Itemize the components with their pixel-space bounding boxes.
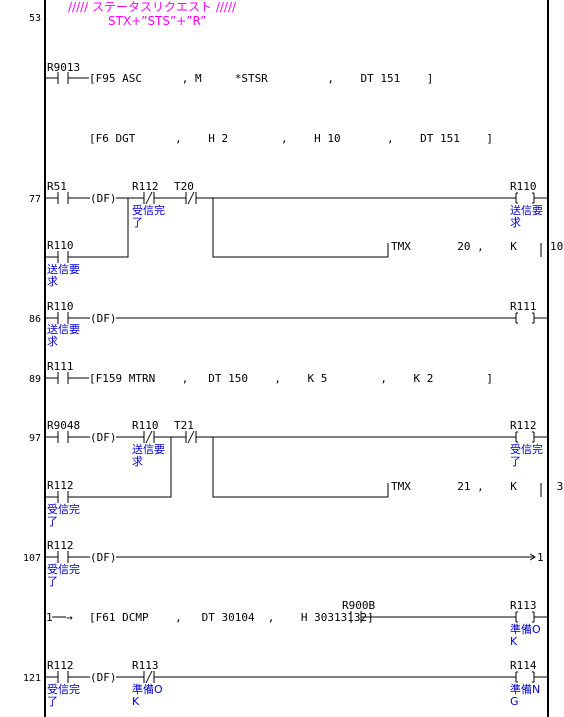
branch-contact-no[interactable] <box>45 437 172 503</box>
contact-comment: 送信要 <box>47 322 80 336</box>
step-number-53: 53 <box>29 13 41 24</box>
coil-comment: 了 <box>510 455 521 468</box>
branch-contact-label: R110 <box>47 239 74 252</box>
contact-no[interactable] <box>45 431 90 443</box>
comment-line-2: STX+”STS”+”R” <box>108 14 206 28</box>
coil-comment: 受信完 <box>510 442 543 456</box>
df-instruction: (DF) <box>90 551 117 564</box>
contact-no[interactable] <box>350 611 516 623</box>
coil-comment: 求 <box>510 216 521 229</box>
contact-comment: 受信完 <box>47 682 80 696</box>
arrow-icon: → <box>66 611 73 624</box>
df-instruction: (DF) <box>90 312 117 325</box>
coil-comment: 準備N <box>510 682 540 696</box>
contact-comment: 準備O <box>132 682 163 696</box>
rung-continuation: 1 → [F61 DCMP , DT 30104 , H 30313132] R… <box>46 599 548 648</box>
branch-comment: 求 <box>47 275 58 288</box>
contact-label: R112 <box>47 659 74 672</box>
timer-instruction: TMX 20 , K 10 <box>391 240 563 253</box>
coil-comment: K <box>510 635 518 648</box>
contact-comment: 受信完 <box>47 562 80 576</box>
rung-97: R9048 (DF) R110 送信要 求 T21 R112 <box>45 419 563 528</box>
coil[interactable] <box>515 611 548 623</box>
contact-nc[interactable] <box>143 191 155 205</box>
coil-comment: 準備O <box>510 622 541 636</box>
contact-nc[interactable] <box>185 430 197 444</box>
coil-label: R112 <box>510 419 537 432</box>
contact-no[interactable] <box>45 551 90 563</box>
contact-no[interactable] <box>45 671 90 683</box>
df-instruction: (DF) <box>90 192 117 205</box>
rung-89: R111 [F159 MTRN , DT 150 , K 5 , K 2 ] <box>45 360 493 385</box>
step-number-107: 107 <box>23 553 41 564</box>
rung-107: R112 受信完 了 (DF) 1 <box>45 539 544 588</box>
timer-branch-wire <box>212 437 388 498</box>
contact-no[interactable] <box>45 372 89 384</box>
branch-comment: 送信要 <box>47 262 80 276</box>
arrow-icon <box>529 553 536 561</box>
contact-label: T20 <box>174 180 194 193</box>
contact-nc[interactable] <box>185 191 197 205</box>
jump-label: 1 <box>537 551 544 564</box>
contact-comment: 了 <box>47 575 58 588</box>
contact-label: R900B <box>342 599 375 612</box>
contact-label: R113 <box>132 659 159 672</box>
contact-comment: 求 <box>47 335 58 348</box>
step-number-121: 121 <box>23 673 41 684</box>
timer-instruction: TMX 21 , K 3 <box>391 480 563 493</box>
instruction-f95: [F95 ASC , M *STSR , DT 151 ] <box>89 72 433 85</box>
coil[interactable] <box>515 671 548 683</box>
jump-label: 1 <box>46 611 53 624</box>
contact-nc[interactable] <box>143 430 155 444</box>
coil[interactable] <box>515 431 548 443</box>
instruction-f6: [F6 DGT , H 2 , H 10 , DT 151 ] <box>89 132 493 145</box>
rung-86: R110 送信要 求 (DF) R111 <box>45 300 548 348</box>
contact-nc[interactable] <box>143 670 155 684</box>
rung-121: R112 受信完 了 (DF) R113 準備O K R114 準備N G <box>45 659 548 708</box>
contact-no[interactable] <box>45 72 89 84</box>
coil-label: R111 <box>510 300 537 313</box>
comment-line-1: ///// ステータスリクエスト ///// <box>68 0 237 14</box>
contact-no[interactable] <box>45 312 90 324</box>
step-number-89: 89 <box>29 374 41 385</box>
contact-label: R9048 <box>47 419 80 432</box>
df-instruction: (DF) <box>90 431 117 444</box>
branch-contact-no[interactable] <box>45 198 129 263</box>
step-number-97: 97 <box>29 433 41 444</box>
contact-label: R112 <box>47 539 74 552</box>
branch-comment: 受信完 <box>47 502 80 516</box>
contact-comment: 求 <box>132 455 143 468</box>
contact-label: R112 <box>132 180 159 193</box>
branch-comment: 了 <box>47 515 58 528</box>
coil[interactable] <box>515 312 548 324</box>
contact-label: R110 <box>132 419 159 432</box>
contact-no[interactable] <box>45 192 90 204</box>
contact-comment: 了 <box>47 695 58 708</box>
coil-label: R114 <box>510 659 537 672</box>
coil[interactable] <box>515 192 548 204</box>
instruction-f159: [F159 MTRN , DT 150 , K 5 , K 2 ] <box>89 372 493 385</box>
branch-contact-label: R112 <box>47 479 74 492</box>
df-instruction: (DF) <box>90 671 117 684</box>
instruction-f61: [F61 DCMP , DT 30104 , H 30313132] <box>89 611 374 624</box>
contact-label: R9013 <box>47 61 80 74</box>
timer-branch-wire <box>212 198 388 258</box>
coil-label: R110 <box>510 180 537 193</box>
contact-comment: 受信完 <box>132 203 165 217</box>
contact-label: T21 <box>174 419 194 432</box>
contact-label: R111 <box>47 360 74 373</box>
contact-comment: K <box>132 695 140 708</box>
rung-77: R51 (DF) R112 受信完 了 T20 R110 <box>45 180 563 288</box>
rung-53: R9013 [F95 ASC , M *STSR , DT 151 ] [F6 … <box>45 61 493 145</box>
contact-label: R110 <box>47 300 74 313</box>
contact-comment: 送信要 <box>132 442 165 456</box>
coil-comment: G <box>510 695 519 708</box>
step-number-77: 77 <box>29 194 41 205</box>
contact-comment: 了 <box>132 216 143 229</box>
step-number-86: 86 <box>29 314 41 325</box>
contact-label: R51 <box>47 180 67 193</box>
coil-comment: 送信要 <box>510 203 543 217</box>
coil-label: R113 <box>510 599 537 612</box>
